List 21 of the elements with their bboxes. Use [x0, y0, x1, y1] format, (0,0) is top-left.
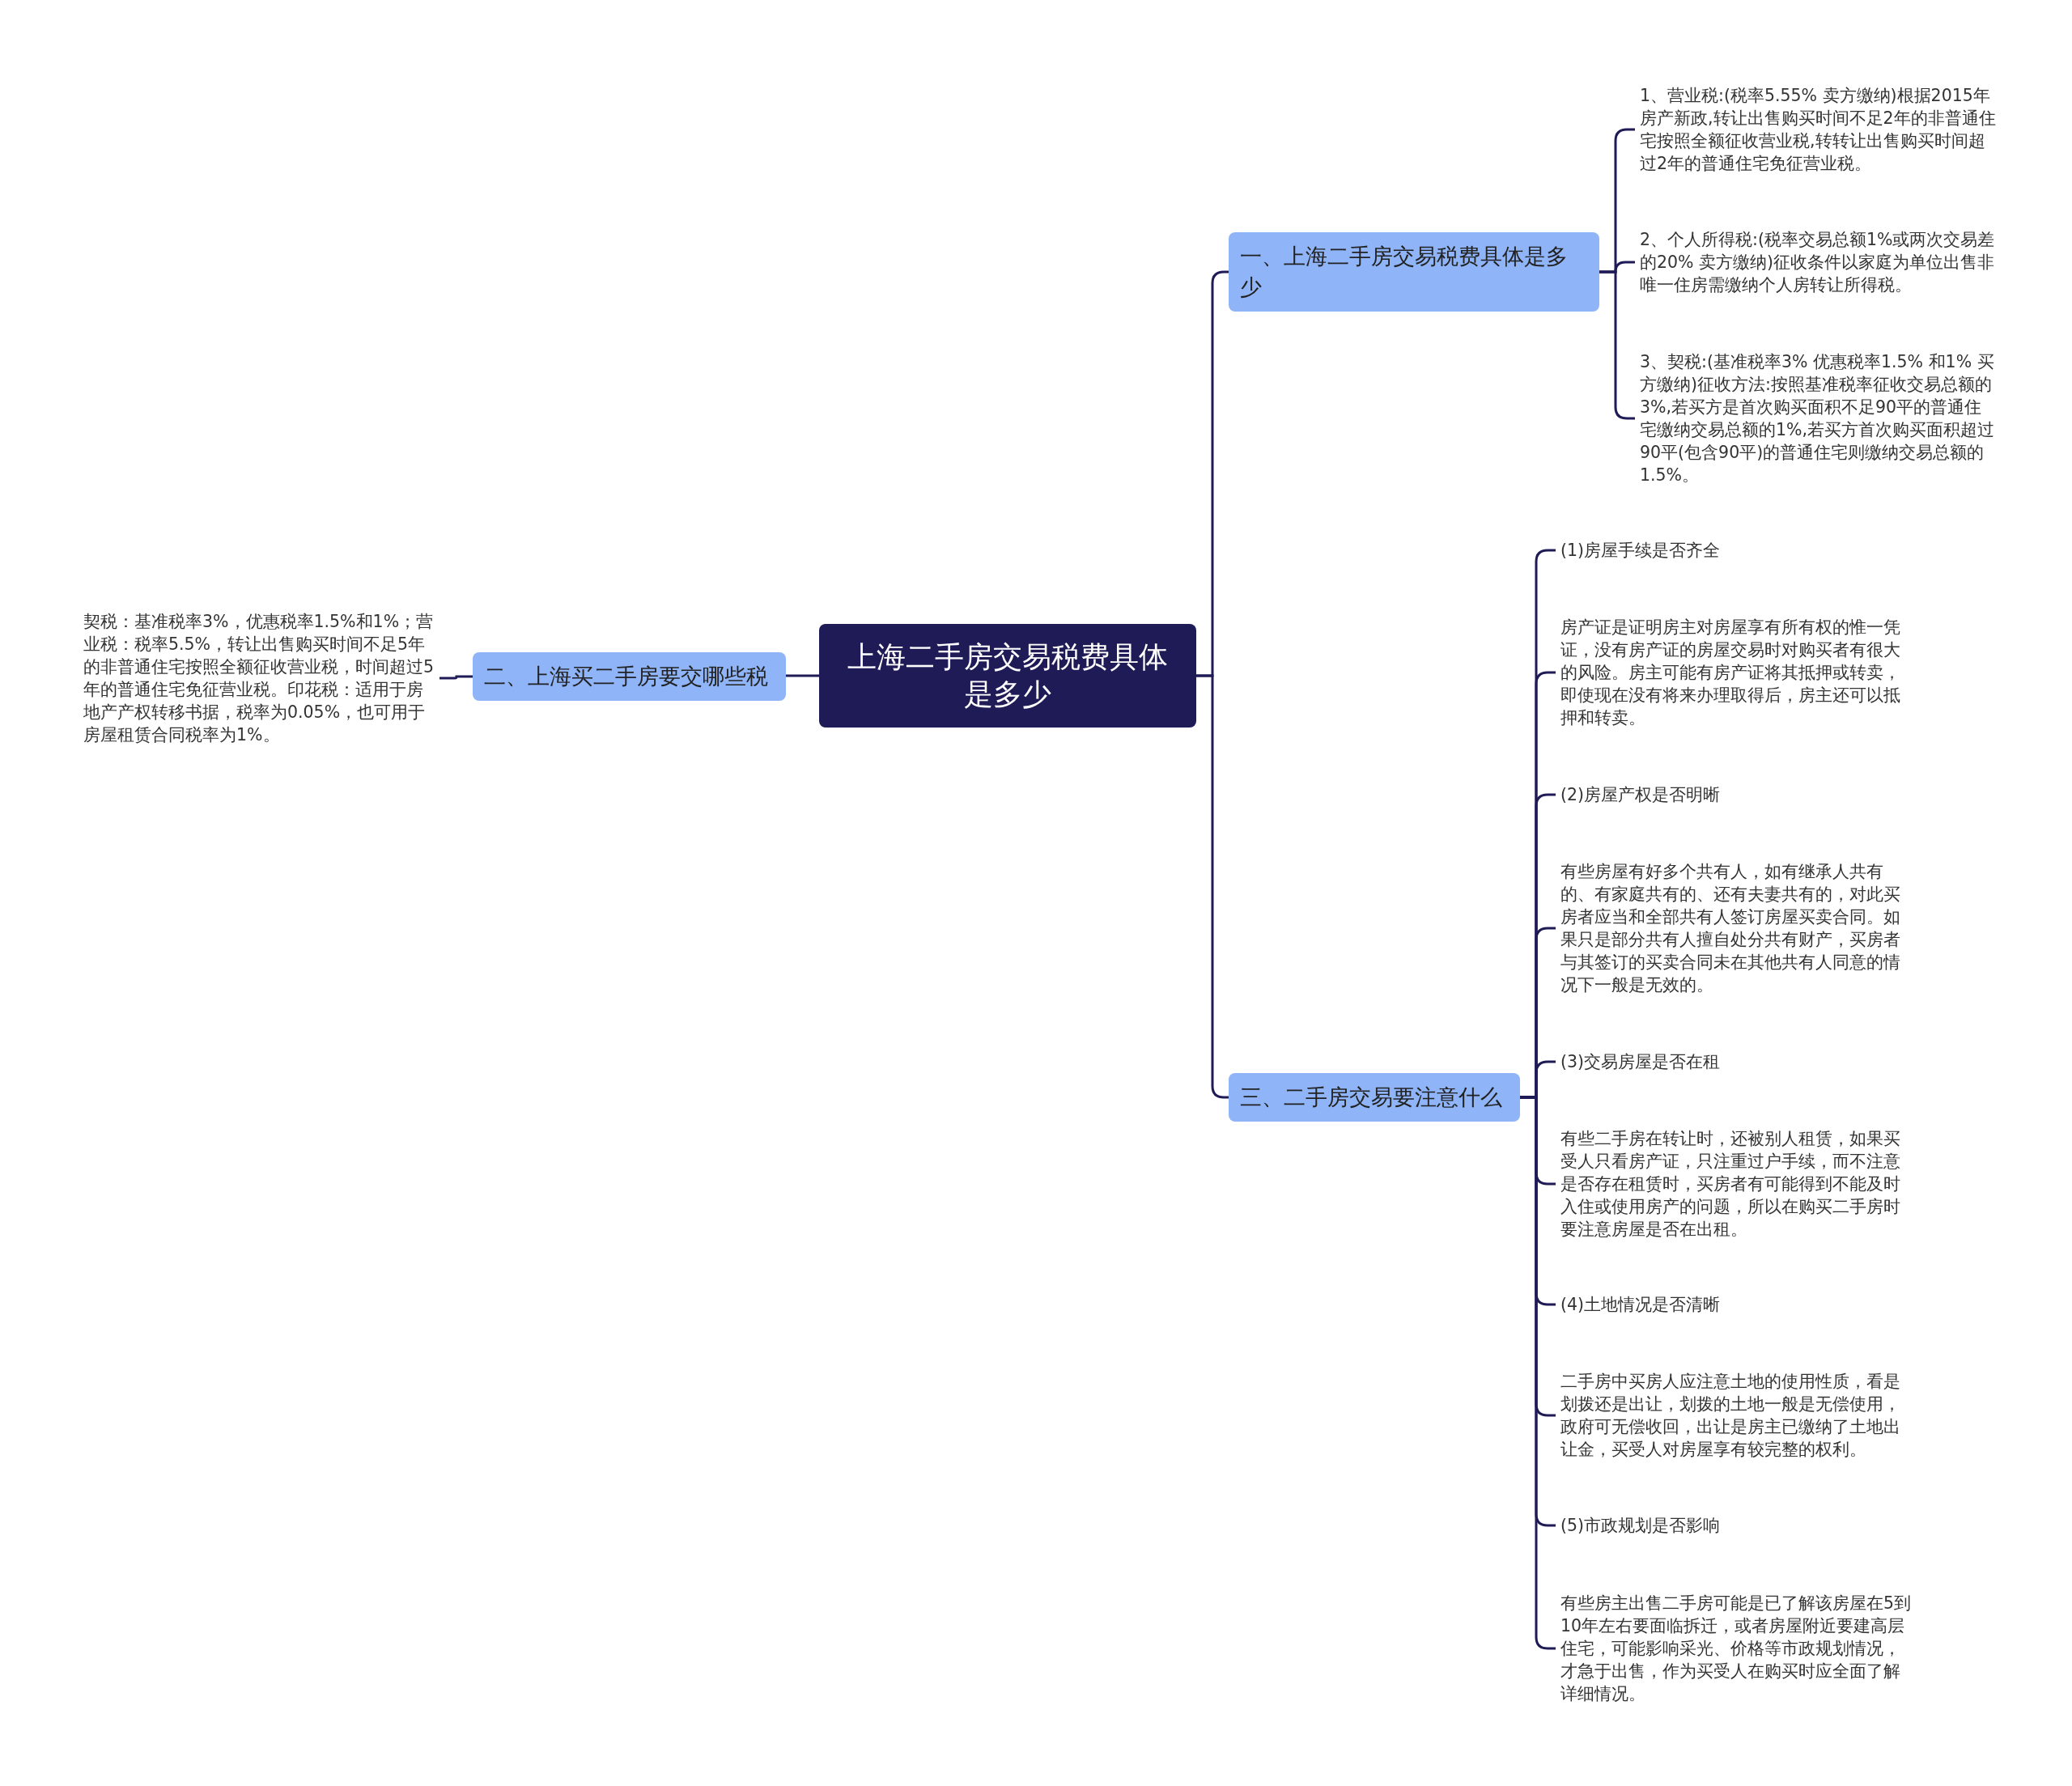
connector-line: [1196, 674, 1229, 1099]
note-text: 有些房屋有好多个共有人，如有继承人共有的、有家庭共有的、还有夫妻共有的，对此买房者应当和全部共有人签订房屋买卖合同。如果只是部分共有人擅自处分共有财产，买房者与其签订的买卖合同未在其他共有人同意的情况下一般是无效的。: [1560, 860, 1913, 996]
note-text: 契税：基准税率3%，优惠税率1.5%和1%；营业税：税率5.5%，转让出售购买时间不足5年的非普通住宅按照全额征收营业税，时间超过5年的普通住宅免征营业税。印花税：适用于房地产产权转移书据，税率为0.05%，也可用于房屋租赁合同税率为1%。: [83, 610, 435, 746]
connector-line: [439, 675, 473, 680]
note-text: 有些房主出售二手房可能是已了解该房屋在5到10年左右要面临拆迁，或者房屋附近要建高层住宅，可能影响采光、价格等市政规划情况，才急于出售，作为买受人在购买时应全面了解详细情况。: [1560, 1592, 1913, 1705]
note-text: (5)市政规划是否影响: [1560, 1514, 1913, 1537]
note-text: (1)房屋手续是否齐全: [1560, 539, 1913, 562]
note-text: 1、营业税:(税率5.55% 卖方缴纳)根据2015年房产新政,转让出售购买时间不足2年的非普通住宅按照全额征收营业税,转转让出售购买时间超过2年的普通住宅免征营业税。: [1640, 84, 1996, 175]
connector-line: [786, 674, 819, 677]
note-text: (2)房屋产权是否明晰: [1560, 783, 1913, 806]
note-text: (3)交易房屋是否在租: [1560, 1050, 1913, 1073]
topic-box: 二、上海买二手房要交哪些税: [473, 652, 786, 701]
note-text: 有些二手房在转让时，还被别人租赁，如果买受人只看房产证，只注重过户手续，而不注意是否存在租赁时，买房者有可能得到不能及时入住或使用房产的问题，所以在购买二手房时要注意房屋是否在出租。: [1560, 1127, 1913, 1241]
root-topic-box: 上海二手房交易税费具体是多少: [819, 624, 1196, 728]
note-text: 2、个人所得税:(税率交易总额1%或两次交易差的20% 卖方缴纳)征收条件以家庭为单位出售非唯一住房需缴纳个人房转让所得税。: [1640, 228, 1996, 296]
topic-box: 一、上海二手房交易税费具体是多少: [1229, 232, 1599, 312]
note-text: 二手房中买房人应注意土地的使用性质，看是划拨还是出让，划拨的土地一般是无偿使用，政府可无偿收回，出让是房主已缴纳了土地出让金，买受人对房屋享有较完整的权利。: [1560, 1370, 1913, 1461]
note-text: 房产证是证明房主对房屋享有所有权的惟一凭证，没有房产证的房屋交易时对购买者有很大的风险。房主可能有房产证将其抵押或转卖，即使现在没有将来办理取得后，房主还可以抵押和转卖。: [1560, 616, 1913, 729]
note-text: (4)土地情况是否清晰: [1560, 1293, 1913, 1316]
topic-box: 三、二手房交易要注意什么: [1229, 1073, 1520, 1122]
note-text: 3、契税:(基准税率3% 优惠税率1.5% 和1% 买方缴纳)征收方法:按照基准税率征收交易总额的3%,若买方是首次购买面积不足90平的普通住宅缴纳交易总额的1%,若买方首次购买面积超过90平(包含90平)的普通住宅则缴纳交易总额的1.5%。: [1640, 350, 1996, 486]
